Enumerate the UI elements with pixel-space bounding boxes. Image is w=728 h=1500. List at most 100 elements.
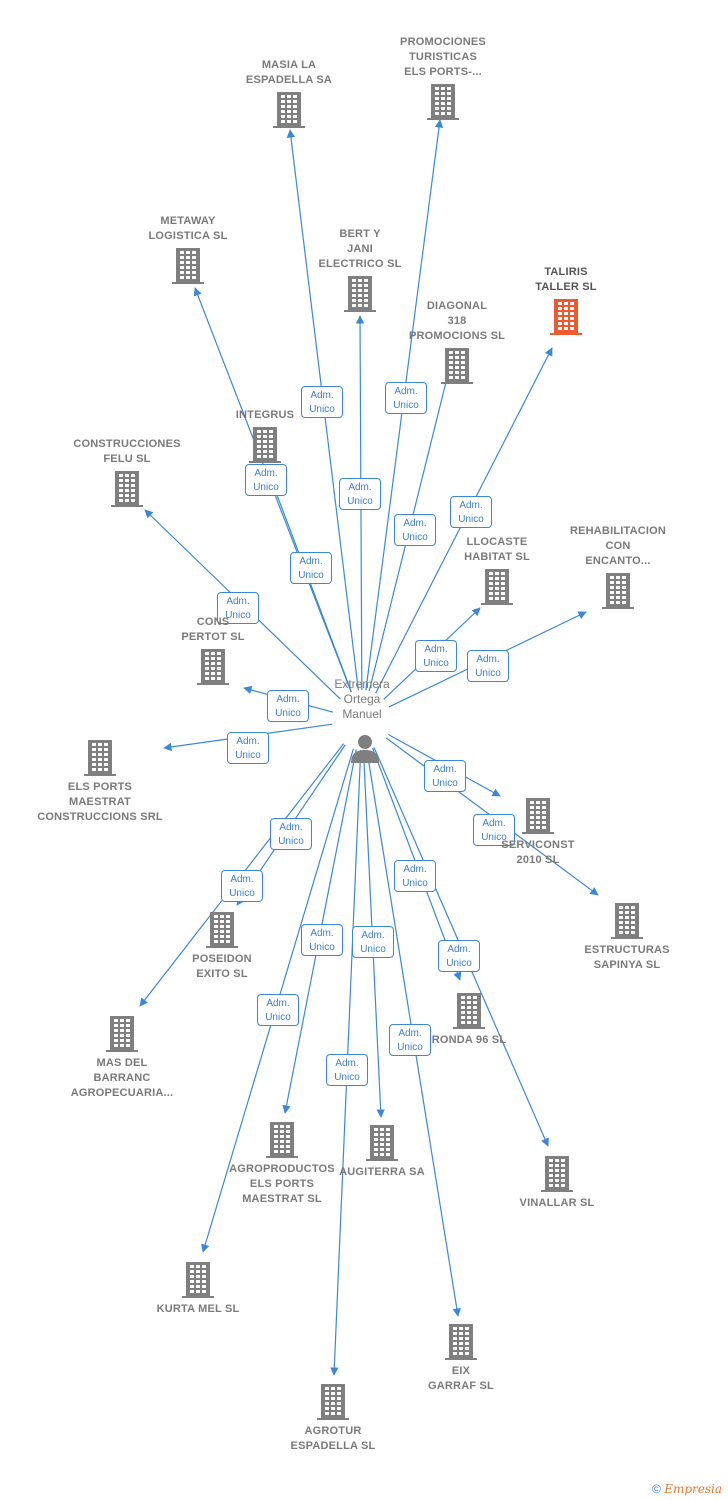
company-name[interactable]: MAS DEL BARRANC AGROPECUARIA... bbox=[70, 1057, 174, 1099]
company-node-llocaste[interactable]: LLOCASTE HABITAT SL bbox=[422, 535, 572, 605]
role-badge-masia[interactable]: Adm.Unico bbox=[301, 386, 343, 418]
role-badge-llocaste[interactable]: Adm.Unico bbox=[415, 640, 457, 672]
badge-role-line1: Adm. bbox=[236, 736, 260, 747]
badge-role-line1: Adm. bbox=[276, 694, 300, 705]
badge-role-line2: Unico bbox=[475, 668, 501, 679]
company-name[interactable]: DIAGONAL 318 PROMOCIONS SL bbox=[408, 300, 506, 342]
badge-role-line2: Unico bbox=[397, 1042, 423, 1053]
company-node-agroproductos[interactable]: AGROPRODUCTOS ELS PORTS MAESTRAT SL bbox=[207, 1122, 357, 1207]
company-node-bert[interactable]: BERT Y JANI ELECTRICO SL bbox=[285, 227, 435, 312]
company-node-metaway[interactable]: METAWAY LOGISTICA SL bbox=[113, 214, 263, 284]
role-badge-agrotur[interactable]: Adm.Unico bbox=[326, 1054, 368, 1086]
company-name[interactable]: LLOCASTE HABITAT SL bbox=[464, 536, 530, 563]
role-badge-eix[interactable]: Adm.Unico bbox=[389, 1024, 431, 1056]
company-name[interactable]: INTEGRUS bbox=[235, 409, 295, 421]
company-node-poseidon[interactable]: POSEIDON EXITO SL bbox=[147, 912, 297, 982]
company-node-integrus[interactable]: INTEGRUS bbox=[190, 408, 340, 463]
company-node-diagonal[interactable]: DIAGONAL 318 PROMOCIONS SL bbox=[382, 299, 532, 384]
company-name[interactable]: SERVICONST 2010 SL bbox=[501, 839, 575, 866]
company-node-promociones[interactable]: PROMOCIONES TURISTICAS ELS PORTS-... bbox=[368, 35, 518, 120]
badge-role-line1: Adm. bbox=[433, 764, 457, 775]
company-name[interactable]: RONDA 96 SL bbox=[431, 1034, 507, 1046]
person-icon[interactable] bbox=[349, 732, 381, 764]
company-name[interactable]: BERT Y JANI ELECTRICO SL bbox=[318, 228, 402, 270]
role-badge-pertot[interactable]: Adm.Unico bbox=[267, 690, 309, 722]
badge-role-line2: Unico bbox=[481, 832, 507, 843]
role-badge-serviconst[interactable]: Adm. Unico bbox=[424, 760, 466, 792]
role-badge-diagonal[interactable]: Adm.Unico bbox=[394, 514, 436, 546]
building-icon bbox=[266, 1122, 298, 1158]
badge-role-line1: Adm. bbox=[403, 864, 427, 875]
company-name[interactable]: VINALLAR SL bbox=[519, 1197, 595, 1209]
company-name[interactable]: AGROPRODUCTOS ELS PORTS MAESTRAT SL bbox=[229, 1163, 335, 1205]
role-badge-integrus[interactable]: Adm.Unico bbox=[290, 552, 332, 584]
company-name[interactable]: ESTRUCTURAS SAPINYA SL bbox=[584, 944, 670, 971]
building-icon bbox=[84, 740, 116, 776]
company-name[interactable]: PROMOCIONES TURISTICAS ELS PORTS-... bbox=[400, 36, 486, 78]
role-badge-agroproductos[interactable]: Adm.Unico bbox=[301, 924, 343, 956]
badge-role-line2: Unico bbox=[334, 1072, 360, 1083]
role-badge-rehab[interactable]: Adm. Unico bbox=[467, 650, 509, 682]
badge-role-line2: Unico bbox=[309, 404, 335, 415]
role-badge-augiterra[interactable]: Adm.Unico bbox=[352, 926, 394, 958]
company-name[interactable]: AGROTUR ESPADELLA SL bbox=[290, 1425, 376, 1452]
badge-role-line2: Unico bbox=[402, 532, 428, 543]
badge-role-line2: Unico bbox=[423, 658, 449, 669]
role-badge-masdel[interactable]: Adm.Unico bbox=[221, 870, 263, 902]
badge-role-line2: Unico bbox=[458, 514, 484, 525]
role-badge-estructuras[interactable]: Adm.Unico bbox=[473, 814, 515, 846]
footer-brand[interactable]: © Empresia bbox=[652, 1482, 722, 1496]
building-icon bbox=[344, 276, 376, 312]
company-node-agrotur[interactable]: AGROTUR ESPADELLA SL bbox=[258, 1384, 408, 1454]
building-icon bbox=[197, 649, 229, 685]
company-name[interactable]: ELS PORTS MAESTRAT CONSTRUCCIONS SRL bbox=[37, 781, 163, 823]
company-node-rehab[interactable]: REHABILITACION CON ENCANTO... bbox=[543, 524, 693, 609]
company-node-masdel[interactable]: MAS DEL BARRANC AGROPECUARIA... bbox=[47, 1016, 197, 1101]
role-badge-promociones[interactable]: Adm.Unico bbox=[385, 382, 427, 414]
company-node-augiterra[interactable]: AUGITERRA SA bbox=[307, 1125, 457, 1180]
role-badge-taliris[interactable]: Adm.Unico bbox=[450, 496, 492, 528]
company-name[interactable]: CONS PERTOT SL bbox=[181, 616, 245, 643]
role-badge-poseidon[interactable]: Adm.Unico bbox=[270, 818, 312, 850]
building-icon bbox=[602, 573, 634, 609]
company-node-taliris[interactable]: TALIRIS TALLER SL bbox=[491, 265, 641, 335]
company-name[interactable]: CONSTRUCCIONES FELU SL bbox=[73, 438, 181, 465]
role-badge-bert[interactable]: Adm.Unico bbox=[339, 478, 381, 510]
company-node-elsports[interactable]: ELS PORTS MAESTRAT CONSTRUCCIONS SRL bbox=[25, 740, 175, 825]
company-name[interactable]: METAWAY LOGISTICA SL bbox=[148, 215, 228, 242]
company-node-estructuras[interactable]: ESTRUCTURAS SAPINYA SL bbox=[552, 903, 702, 973]
badge-role-line2: Unico bbox=[446, 958, 472, 969]
company-node-masia[interactable]: MASIA LA ESPADELLA SA bbox=[214, 58, 364, 128]
badge-role-line1: Adm. bbox=[279, 822, 303, 833]
role-badge-kurta[interactable]: Adm.Unico bbox=[257, 994, 299, 1026]
company-name[interactable]: POSEIDON EXITO SL bbox=[192, 953, 252, 980]
badge-role-line1: Adm. bbox=[476, 654, 500, 665]
company-node-kurta[interactable]: KURTA MEL SL bbox=[123, 1262, 273, 1317]
company-name[interactable]: EIX GARRAF SL bbox=[428, 1365, 494, 1392]
role-badge-elsports[interactable]: Adm.Unico bbox=[227, 732, 269, 764]
role-badge-vinallar[interactable]: Adm.Unico bbox=[438, 940, 480, 972]
company-node-eix[interactable]: EIX GARRAF SL bbox=[386, 1324, 536, 1394]
badge-role-line1: Adm. bbox=[394, 386, 418, 397]
building-icon bbox=[249, 427, 281, 463]
company-name[interactable]: TALIRIS TALLER SL bbox=[535, 266, 597, 293]
role-badge-felu[interactable]: Adm.Unico bbox=[217, 592, 259, 624]
company-node-serviconst[interactable]: SERVICONST 2010 SL bbox=[463, 798, 613, 868]
role-badge-ronda[interactable]: Adm.Unico bbox=[394, 860, 436, 892]
building-icon bbox=[366, 1125, 398, 1161]
badge-role-line1: Adm. bbox=[266, 998, 290, 1009]
company-node-pertot[interactable]: CONS PERTOT SL bbox=[138, 615, 288, 685]
company-name[interactable]: KURTA MEL SL bbox=[156, 1303, 240, 1315]
center-person-name[interactable]: Extremera Ortega Manuel bbox=[334, 677, 390, 721]
company-node-vinallar[interactable]: VINALLAR SL bbox=[482, 1156, 632, 1211]
company-name[interactable]: REHABILITACION CON ENCANTO... bbox=[569, 525, 667, 567]
company-name[interactable]: MASIA LA ESPADELLA SA bbox=[245, 59, 333, 86]
building-icon bbox=[182, 1262, 214, 1298]
badge-role-line1: Adm. bbox=[348, 482, 372, 493]
badge-role-line1: Adm. bbox=[230, 874, 254, 885]
role-badge-metaway[interactable]: Adm.Unico bbox=[245, 464, 287, 496]
company-node-ronda[interactable]: RONDA 96 SL bbox=[394, 993, 544, 1048]
company-node-felu[interactable]: CONSTRUCCIONES FELU SL bbox=[52, 437, 202, 507]
badge-role-line2: Unico bbox=[432, 778, 458, 789]
company-name[interactable]: AUGITERRA SA bbox=[339, 1166, 425, 1178]
